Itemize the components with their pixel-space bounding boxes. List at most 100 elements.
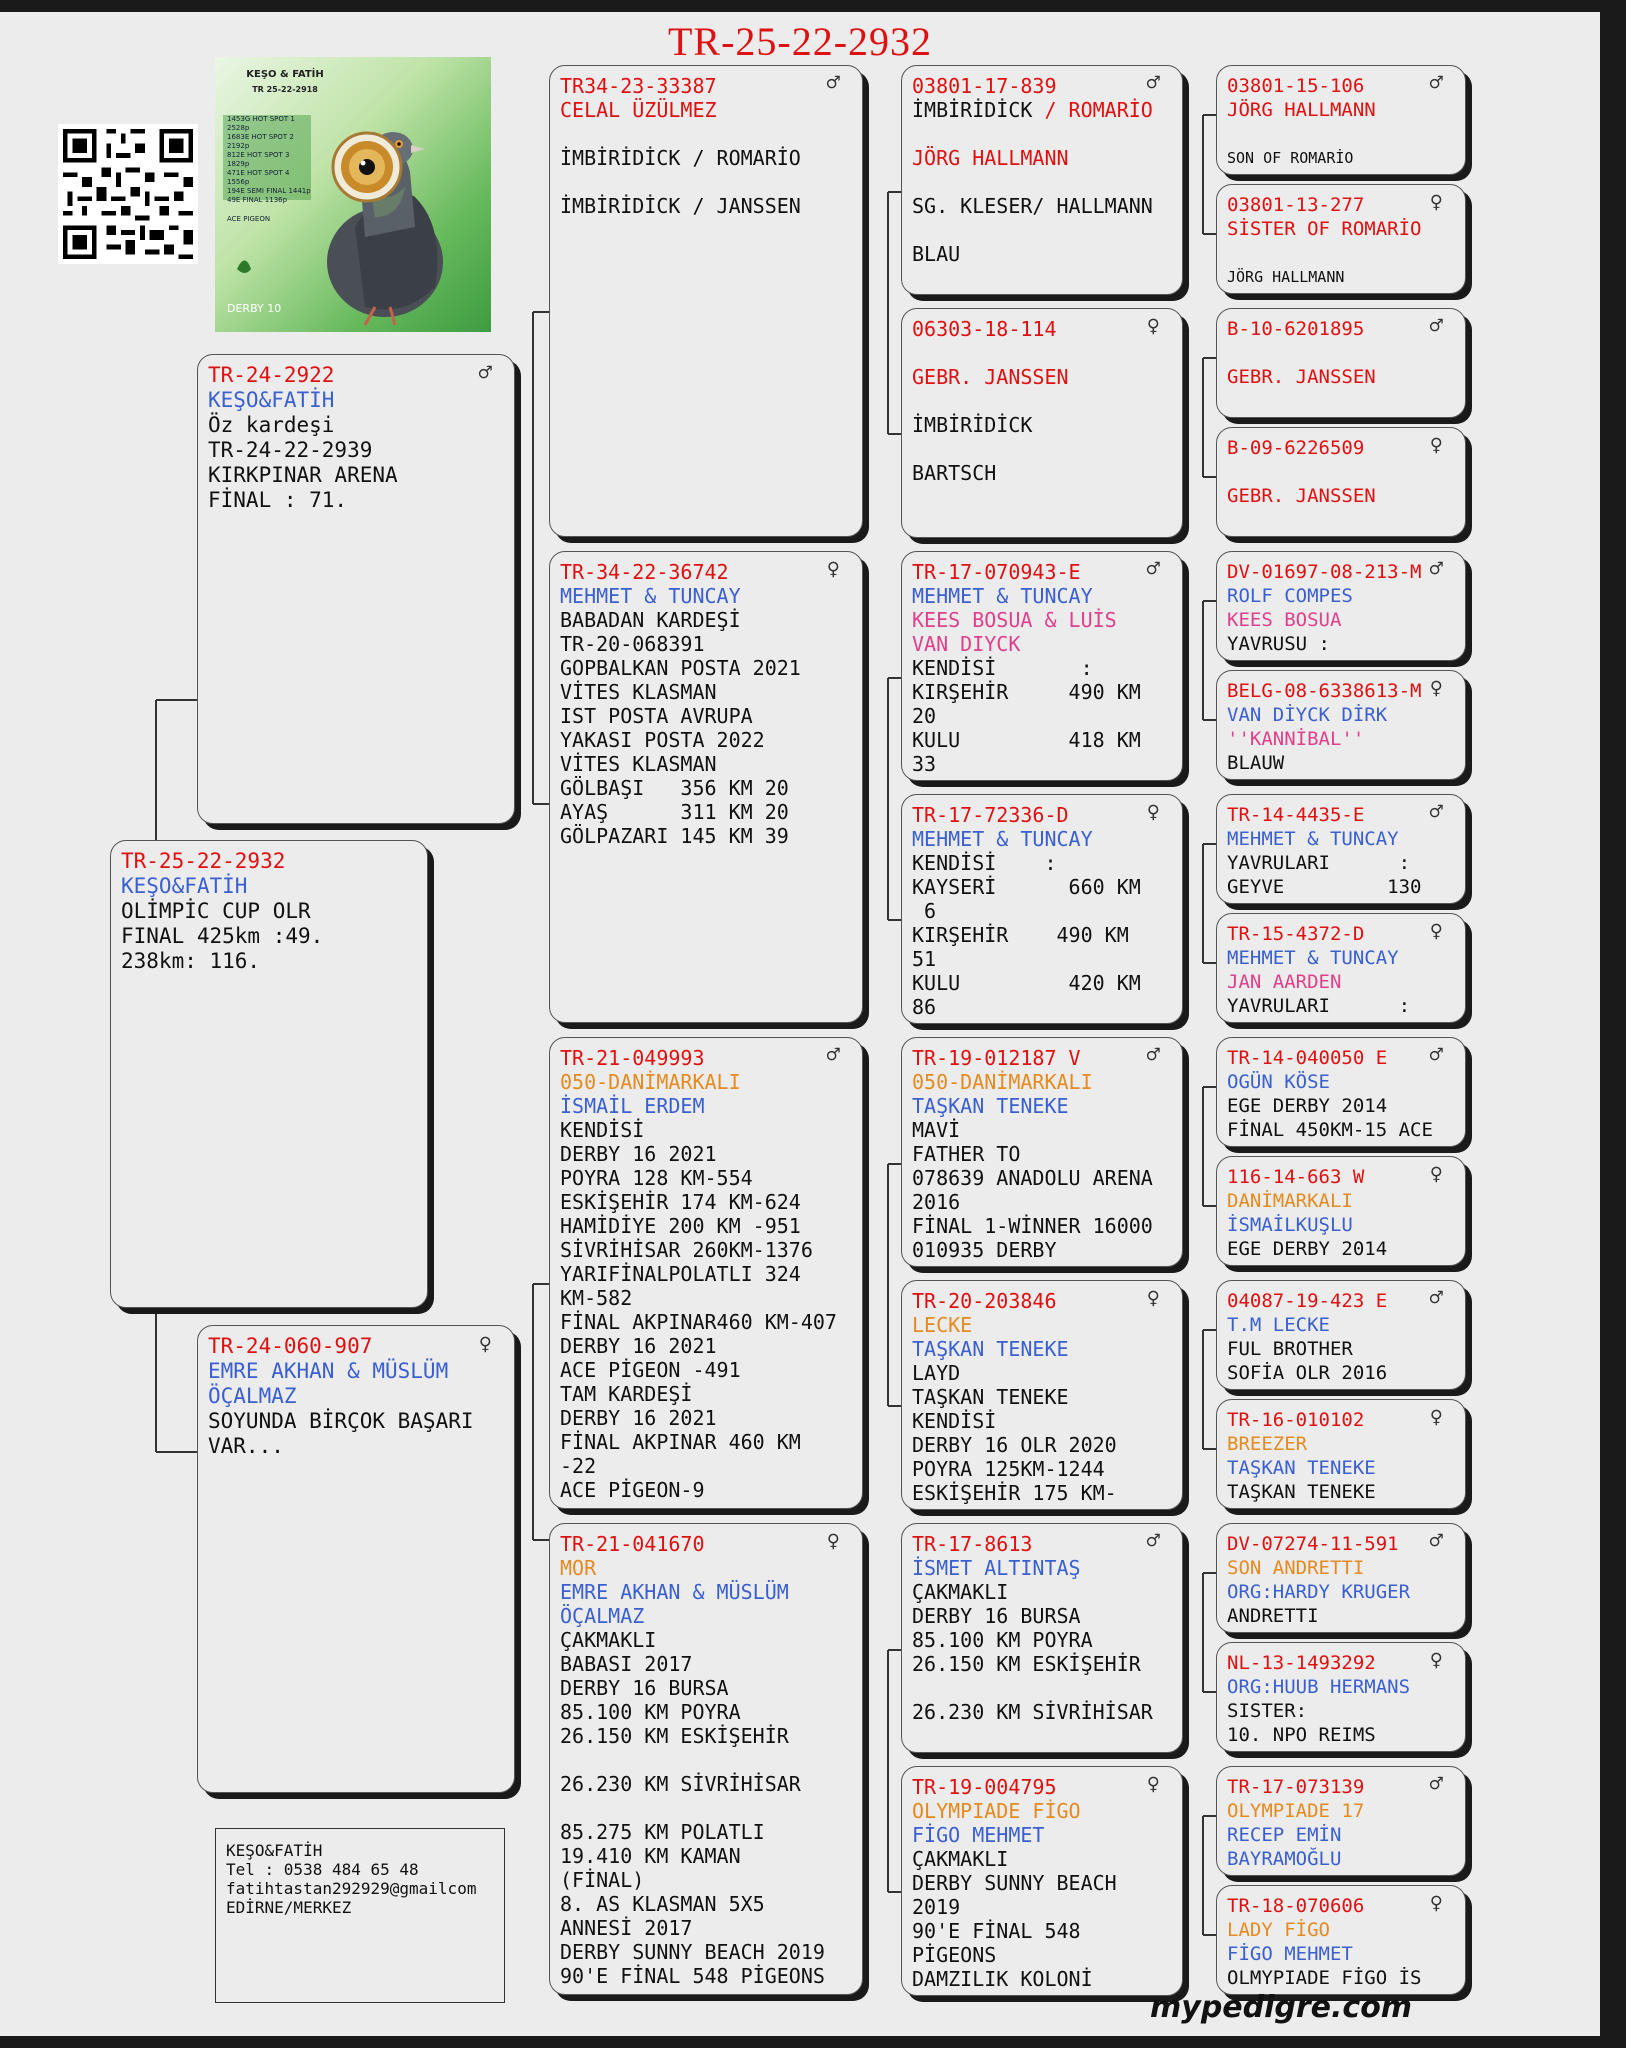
pigeon-info-line: FİNAL AKPINAR460 KM-407 [560, 1310, 837, 1334]
pigeon-info-line [560, 122, 852, 146]
pigeon-info-line: KIRKPINAR ARENA [208, 463, 398, 487]
pigeon-info-line: DERBY SUNNY BEACH [912, 1871, 1117, 1895]
pigeon-info-line: FINAL 425km :49. [121, 924, 324, 948]
photo-footer: DERBY 10 [227, 302, 282, 315]
photo-title: KEŞO & FATİH [246, 69, 324, 80]
pigeon-card-ss[interactable]: TR34-23-33387♂CELAL ÜZÜLMEZ İMBİRİDİCK /… [549, 65, 863, 537]
contact-line: EDİRNE/MERKEZ [226, 1898, 352, 1917]
pigeon-info-line: TAŞKAN TENEKE [912, 1337, 1069, 1361]
pigeon-card-g1[interactable]: 03801-15-106♂JÖRG HALLMANN SON OF ROMARİ… [1216, 65, 1466, 175]
pigeon-info-line: (FİNAL) [560, 1868, 645, 1892]
pigeon-info-line: SG. KLESER/ HALLMANN [912, 194, 1153, 218]
pigeon-info-line: 2019 [912, 1895, 961, 1919]
pigeon-info-line: FİGO MEHMET [1227, 1943, 1353, 1965]
pigeon-card-ssd[interactable]: 06303-18-114♀ GEBR. JANSSEN İMBİRİDİCK B… [901, 308, 1183, 538]
ring-number: TR-17-8613 [912, 1532, 1033, 1556]
pigeon-info-line: 26.230 KM SİVRİHİSAR [560, 1772, 801, 1796]
pigeon-info-line: 85.275 KM POLATLI [560, 1820, 765, 1844]
pigeon-info-line: 6 [912, 899, 937, 923]
pigeon-illustration-icon [237, 131, 443, 326]
pigeon-info-line: 85.100 KM POYRA [912, 1628, 1093, 1652]
pigeon-info-line: TAM KARDEŞİ [560, 1382, 693, 1406]
pigeon-info-line: TR-24-22-2939 [208, 438, 373, 462]
pigeon-card-g6[interactable]: BELG-08-6338613-M♀VAN DİYCK DİRK''KANNİB… [1216, 670, 1466, 780]
pigeon-info-line: YAVRUSU : [1227, 633, 1330, 655]
pigeon-info-line: VİTES KLASMAN [560, 680, 717, 704]
pigeon-info-line: GEBR. JANSSEN [912, 365, 1069, 389]
pigeon-info-line: DERBY 16 OLR 2020 [912, 1433, 1117, 1457]
pigeon-info-line: DERBY 16 BURSA [560, 1676, 729, 1700]
pigeon-info-line [912, 122, 1172, 146]
pigeon-info-line: FUL BROTHER [1227, 1338, 1353, 1360]
pigeon-info-line: DERBY 16 BURSA [912, 1604, 1081, 1628]
pigeon-info-line: DAMZILIK KOLONİ [912, 1967, 1093, 1991]
pigeon-info-line [560, 1796, 852, 1820]
site-brand[interactable]: mypedigre.com [1150, 1990, 1413, 2025]
pigeon-info-line: TAŞKAN TENEKE [1227, 1457, 1376, 1479]
pigeon-info-line: 26.150 KM ESKİŞEHİR [560, 1724, 789, 1748]
pigeon-info-line: ÖÇALMAZ [560, 1604, 645, 1628]
pigeon-card-g2[interactable]: 03801-13-277♀SİSTER OF ROMARİO JÖRG HALL… [1216, 184, 1466, 294]
pigeon-info-line: 26.230 KM SİVRİHİSAR [912, 1700, 1153, 1724]
pigeon-info-line: KM-582 [560, 1286, 633, 1310]
pigeon-info-line: LECKE [912, 1313, 973, 1337]
ring-number: 116-14-663 W [1227, 1166, 1365, 1188]
pigeon-info-line: 2016 [912, 1190, 961, 1214]
pigeon-info-line: SON ANDRETTI [1227, 1557, 1365, 1579]
pigeon-info-line: BARTSCH [912, 461, 997, 485]
pigeon-info-line: MOR [560, 1556, 597, 1580]
pigeon-info-line: FİNAL 1-WİNNER 16000 [912, 1214, 1153, 1238]
pigeon-info-line: 19.410 KM KAMAN [560, 1844, 741, 1868]
ring-number: 03801-17-839 [912, 74, 1057, 98]
pigeon-info-line: ANDRETTI [1227, 1605, 1319, 1627]
pigeon-info-line [912, 341, 1172, 365]
pigeon-info-line: FİNAL 450KM-15 ACE [1227, 1119, 1433, 1141]
qr-code-icon[interactable] [58, 124, 198, 264]
pigeon-info-line [912, 437, 1172, 461]
female-icon: ♀ [1146, 800, 1160, 825]
pigeon-info-line: JÖRG HALLMANN [1227, 99, 1376, 121]
pigeon-info-line: İMBİRİDİCK / ROMARİO [560, 146, 801, 170]
photo-stat-line: 812E HOT SPOT 3 1829p [227, 151, 290, 168]
pigeon-info-line: KEES BOSUA & LUİS [912, 608, 1117, 632]
male-icon: ♂ [478, 361, 492, 386]
pigeon-info-line: KENDİSİ [560, 1118, 645, 1142]
ring-number: 06303-18-114 [912, 317, 1057, 341]
ring-number: 03801-15-106 [1227, 75, 1365, 97]
ring-number: TR-17-72336-D [912, 803, 1069, 827]
pigeon-info-line: RECEP EMİN [1227, 1824, 1342, 1846]
pigeon-info-line: DANİMARKALI [1227, 1190, 1353, 1212]
pigeon-info-line: YAKASI POSTA 2022 [560, 728, 765, 752]
pigeon-card-g4[interactable]: B-09-6226509♀ GEBR. JANSSEN [1216, 427, 1466, 537]
ring-number: TR-21-049993 [560, 1046, 705, 1070]
pigeon-card-g3[interactable]: B-10-6201895♂ GEBR. JANSSEN [1216, 308, 1466, 418]
pigeon-card-sss[interactable]: 03801-17-839♂İMBİRİDİCK / ROMARİO JÖRG H… [901, 65, 1183, 295]
male-icon: ♂ [1429, 314, 1443, 339]
male-icon: ♂ [1146, 557, 1160, 582]
ring-number: TR-15-4372-D [1227, 923, 1365, 945]
